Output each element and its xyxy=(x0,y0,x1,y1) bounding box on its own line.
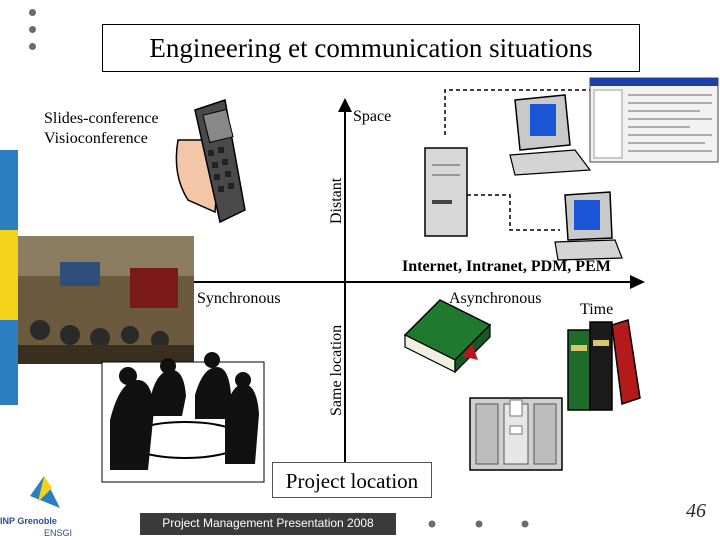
computer-icon xyxy=(509,94,592,176)
left-stripe-blue-lower xyxy=(0,320,18,405)
logo-icon xyxy=(30,476,60,508)
phone-icon xyxy=(194,99,246,224)
bullet-dot xyxy=(521,520,529,528)
footer-text: Project Management Presentation 2008 xyxy=(162,516,374,530)
vertical-axis-arrow xyxy=(338,98,352,112)
meeting-photo-icon xyxy=(18,236,194,364)
project-location-label: Project location xyxy=(285,469,419,493)
books-icon xyxy=(403,299,492,374)
axis-label-distant: Distant xyxy=(328,177,345,224)
network-line xyxy=(444,89,590,135)
books-icon xyxy=(567,319,641,411)
page-number: 46 xyxy=(686,500,706,522)
page-title: Engineering et communication situations xyxy=(149,33,593,63)
title-box: Engineering et communication situations xyxy=(102,24,640,72)
bullet-dot xyxy=(428,520,436,528)
screenshot-icon xyxy=(589,77,719,163)
bullet-dot xyxy=(29,26,36,33)
logo-subtext: ENSGI xyxy=(44,528,73,538)
logo-text: INP Grenoble xyxy=(0,516,57,526)
quadrant-label-asynchronous: Asynchronous xyxy=(449,290,542,307)
axis-label-space: Space xyxy=(353,108,392,125)
quadrant-label-slides: Slides-conference xyxy=(44,110,159,127)
bullet-dot xyxy=(475,520,483,528)
filing-cabinet-icon xyxy=(469,397,563,471)
network-label: Internet, Intranet, PDM, PEM xyxy=(402,258,611,275)
bullet-dot xyxy=(29,43,36,50)
horizontal-axis-arrow xyxy=(630,275,645,289)
left-stripe-blue xyxy=(0,150,18,230)
footer-bar: Project Management Presentation 2008 xyxy=(140,513,396,535)
computer-icon xyxy=(554,191,623,261)
axis-label-same-location: Same location xyxy=(328,324,345,416)
bullet-dot xyxy=(29,9,36,16)
left-stripe-yellow xyxy=(0,230,18,320)
quadrant-label-visio: Visioconference xyxy=(44,130,148,147)
computer-icon xyxy=(424,147,468,237)
axis-label-time: Time xyxy=(580,301,614,318)
project-location-box: Project location xyxy=(272,462,432,498)
quadrant-label-synchronous: Synchronous xyxy=(197,290,281,307)
meeting-photo-icon xyxy=(101,352,265,483)
